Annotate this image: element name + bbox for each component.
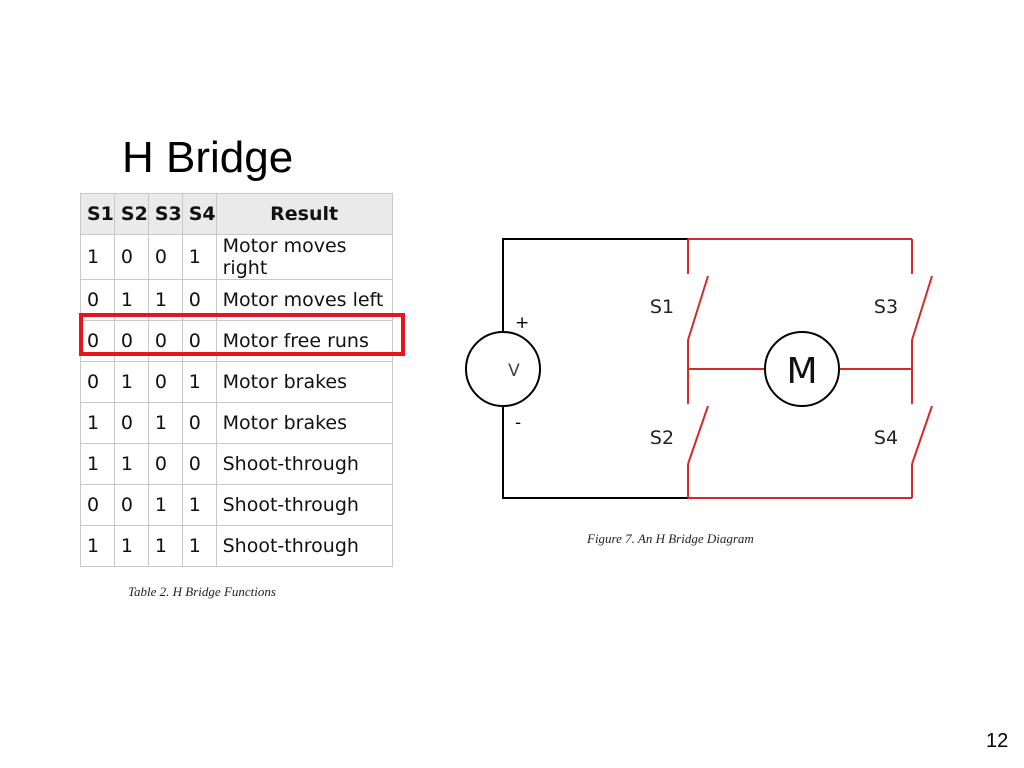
switch-s1 xyxy=(687,275,709,341)
switch-state-cell: 1 xyxy=(181,234,217,280)
switch-state-cell: 1 xyxy=(80,402,115,444)
plus-label: + xyxy=(515,313,529,333)
switch-state-cell: 1 xyxy=(181,525,217,567)
switch-s3 xyxy=(911,275,933,341)
source-label: V xyxy=(508,361,520,381)
s4-label: S4 xyxy=(874,427,898,449)
table-caption: Table 2. H Bridge Functions xyxy=(128,584,276,599)
voltage-source xyxy=(465,331,541,407)
switch-state-cell: 0 xyxy=(181,402,217,444)
s1-label: S1 xyxy=(650,296,674,318)
slide-title: H Bridge xyxy=(122,133,294,182)
switch-state-cell: 0 xyxy=(80,484,115,526)
header-s4: S4 xyxy=(181,193,217,235)
header-s1: S1 xyxy=(80,193,115,235)
switch-s2 xyxy=(687,405,709,465)
switch-state-cell: 0 xyxy=(113,234,149,280)
switch-state-cell: 1 xyxy=(80,525,115,567)
switch-state-cell: 0 xyxy=(181,443,217,485)
motor xyxy=(764,331,840,407)
result-cell: Shoot-through xyxy=(215,484,393,526)
result-cell: Shoot-through xyxy=(215,525,393,567)
switch-state-cell: 1 xyxy=(80,443,115,485)
red-wires xyxy=(687,238,933,499)
s2-label: S2 xyxy=(650,427,674,449)
switch-state-cell: 0 xyxy=(147,443,183,485)
figure-caption: Figure 7. An H Bridge Diagram xyxy=(587,531,754,546)
header-s2: S2 xyxy=(113,193,149,235)
switch-s4 xyxy=(911,405,933,465)
header-result: Result xyxy=(215,193,393,235)
highlighted-row-box xyxy=(79,313,405,356)
switch-state-cell: 1 xyxy=(80,234,115,280)
switch-state-cell: 1 xyxy=(113,525,149,567)
minus-label: - xyxy=(515,413,521,433)
table-header-row: S1 S2 S3 S4 Result xyxy=(80,193,393,235)
result-cell: Motor moves right xyxy=(215,234,393,280)
result-cell: Motor brakes xyxy=(215,402,393,444)
switch-state-cell: 1 xyxy=(181,484,217,526)
motor-label: M xyxy=(786,351,817,392)
result-cell: Motor brakes xyxy=(215,361,393,403)
s3-label: S3 xyxy=(874,296,898,318)
switch-state-cell: 0 xyxy=(113,402,149,444)
switch-state-cell: 0 xyxy=(113,484,149,526)
page-number: 12 xyxy=(986,730,1009,752)
